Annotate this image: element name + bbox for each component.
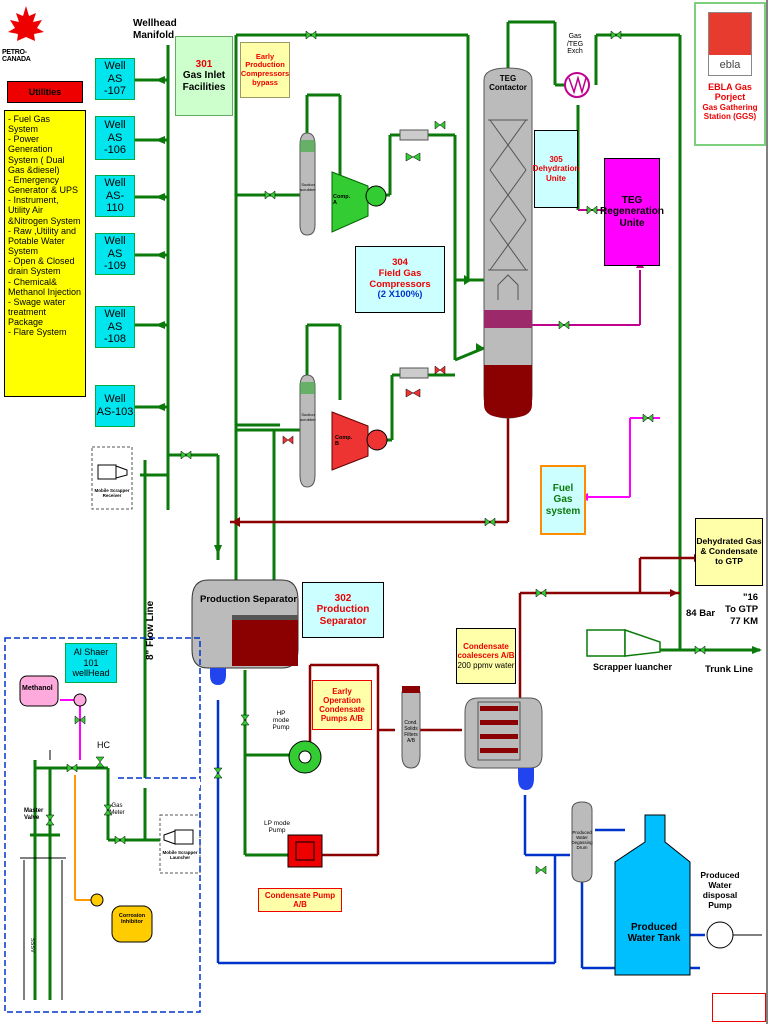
petro-canada-logo: PETRO-CANADA [2,4,50,63]
teg-contactor-label: TEG Contactor [489,74,527,92]
production-separator-302: 302 Production Separator [302,582,384,638]
teg-contactor [483,67,533,419]
ebla-logo: ebla [708,12,752,76]
cooler-a [399,129,429,141]
gas-lines [30,20,760,1000]
well-name: Well [104,119,126,132]
gas-inlet-facilities: 301 Gas Inlet Facilities [175,36,233,116]
comp-b-label: Comp. B [335,435,353,448]
well-name: Well [104,60,126,73]
trunk-bar-label: 84 Bar [686,608,716,619]
trunk-line-label: Trunk Line [705,664,754,675]
hc-label: HC [97,740,110,750]
mobile-receiver-label: Mobile Scrapper Receiver [94,488,130,498]
teg-regeneration-unit: TEG Regeneration Unite [600,158,664,266]
utilities-list: - Fuel Gas System - Power Generation Sys… [4,110,86,397]
scrapper-launcher-trunk [586,628,661,657]
sssv-label: SSSV [29,938,35,953]
suction-scrubber-a [299,132,316,236]
al-shaer-boundary [4,637,201,1013]
produced-water-pump-label: Produced Water disposal Pump [700,870,740,910]
comp-b [331,411,388,471]
trunk-spec: "16 To GTP 77 KM [725,592,759,627]
flow-line-label: 8" Flow Line [145,600,156,660]
corrosion-label: Corrosion Inhibitor [118,913,146,925]
scrapper-launcher-label: Scrapper luancher [593,662,673,672]
well-id: AS -107 [103,72,127,98]
well-name: Well [104,235,126,248]
comp-a [331,171,387,233]
well-id: AS -108 [103,320,127,346]
corner-box [712,993,766,1022]
well-name: Well [104,308,126,321]
gas-teg-exch-label: Gas /TEG Exch [566,33,584,56]
lp-pump-label: LP mode Pump [264,820,290,835]
well-id: AS-103 [96,406,134,418]
mobile-scrapper-launcher [159,814,201,874]
lp-pump [287,834,323,868]
early-production-compressors-bypass: Early Production Compressors bypass [240,42,290,98]
fuel-gas-lines [60,417,660,760]
cond-filter-label: Cond. Solids Filters A/B [404,720,418,744]
produced-water-tank-label: Produced Water Tank [627,922,681,944]
comp-a-label: Comp. A [333,194,351,207]
condensate-pump-ab: Condensate Pump A/B [258,888,342,912]
corrosion-tank [111,905,153,943]
well-name: Well [104,177,126,190]
well-id: AS -106 [103,131,127,157]
fuel-gas-system: Fuel Gas system [540,465,586,535]
production-separator [191,579,299,685]
hp-pump-label: HP mode Pump [272,710,290,732]
mobile-launcher-label: Mobile Scrapper Launcher [162,850,198,860]
methanol-label: Methanol [22,685,53,692]
dehydrated-gas-to-gtp: Dehydrated Gas & Condensate to GTP [695,518,763,586]
valves [45,30,706,875]
flow-arrows [155,76,762,654]
condensate-coalescers: Condensate coalescers A/B 200 ppmv water [456,628,516,684]
leaf-icon [8,6,44,41]
production-separator-label: Production Separator [200,594,298,605]
pw-degassing-drum [571,801,593,883]
wellhead-manifold-label: Wellhead Manifold [133,18,177,41]
pw-drum-label: Produced Water Degassing Drum [571,830,593,850]
cooler-b [399,367,429,379]
disposal-pump [706,921,734,949]
project-panel: ebla EBLA Gas Porject Gas Gathering Stat… [694,2,766,146]
field-gas-compressors: 304 Field Gas Compressors (2 X100%) [355,246,445,313]
wellhead-tree [20,750,66,1000]
well-id: AS- 110 [105,189,125,215]
well-name: Well [104,393,126,406]
suction-scrubber-a-label: Suction scrubber [300,182,316,192]
master-valve-label: Master Valve [24,808,44,821]
methanol-tank [19,675,59,707]
chem-lines [74,775,100,901]
well-id: AS -109 [103,247,127,273]
condensate-lines [230,418,700,857]
water-lines [216,700,705,970]
coalescer [464,697,543,790]
utilities-title: Utilities [7,81,83,103]
suction-scrubber-b-label: Suction scrubber [300,412,316,422]
al-shaer-wellhead: Al Shaer 101 wellHead [65,643,117,683]
produced-water-tank [614,814,691,976]
early-operation-condensate-pumps: Early Operation Condensate Pumps A/B [312,680,372,730]
suction-scrubber-b [299,374,316,488]
gas-teg-exchanger [564,72,590,98]
gas-meter-label: Gas Meter [109,803,125,816]
mobile-scrapper-receiver [91,446,133,510]
dehydration-unit: 305 Dehydration Unite [533,130,579,208]
cond-filter [401,686,421,769]
